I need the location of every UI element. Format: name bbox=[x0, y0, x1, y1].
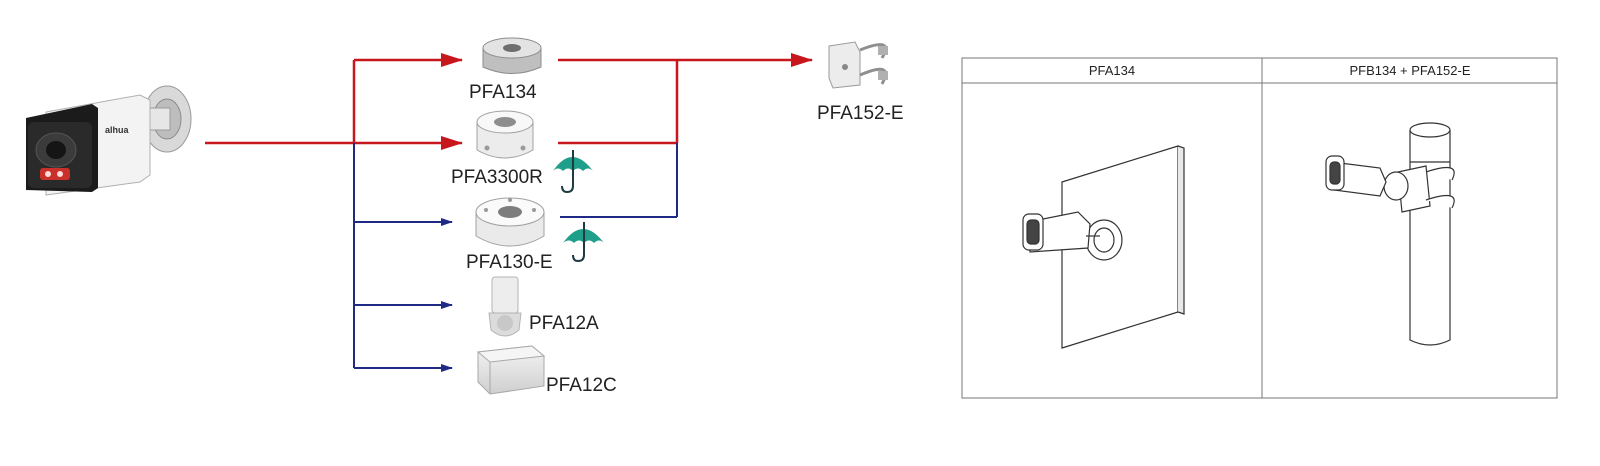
pfa152e-pole-mount-icon bbox=[828, 41, 888, 89]
bullet-camera-icon: alhua bbox=[26, 85, 192, 196]
red-path-lines bbox=[205, 53, 813, 150]
pfa152e-label: PFA152-E bbox=[817, 103, 904, 124]
table-header-wall: PFA134 bbox=[1089, 63, 1135, 78]
blue-path-lines bbox=[353, 143, 678, 372]
pfa3300r-junction-box-icon bbox=[476, 110, 534, 159]
table-header-pole: PFB134 + PFA152-E bbox=[1349, 63, 1470, 78]
pfa130e-label: PFA130-E bbox=[466, 252, 553, 273]
pfa134-label: PFA134 bbox=[469, 82, 537, 103]
installation-table: PFA134 PFB134 + PFA152-E bbox=[961, 57, 1558, 399]
pfa12c-junction-box-icon bbox=[476, 345, 546, 395]
wall-mount-drawing-icon bbox=[1022, 145, 1185, 349]
pfa3300r-label: PFA3300R bbox=[451, 167, 543, 188]
pfa12a-label: PFA12A bbox=[529, 313, 599, 334]
pfa12a-mount-icon bbox=[488, 276, 522, 337]
camera-brand: alhua bbox=[105, 125, 130, 135]
umbrella-icon bbox=[563, 222, 604, 263]
umbrella-icon bbox=[553, 150, 593, 194]
pfa130e-junction-box-icon bbox=[475, 197, 545, 247]
pfa12c-label: PFA12C bbox=[546, 375, 617, 396]
pole-mount-drawing-icon bbox=[1325, 122, 1455, 346]
pfa134-junction-box-icon bbox=[482, 37, 542, 74]
